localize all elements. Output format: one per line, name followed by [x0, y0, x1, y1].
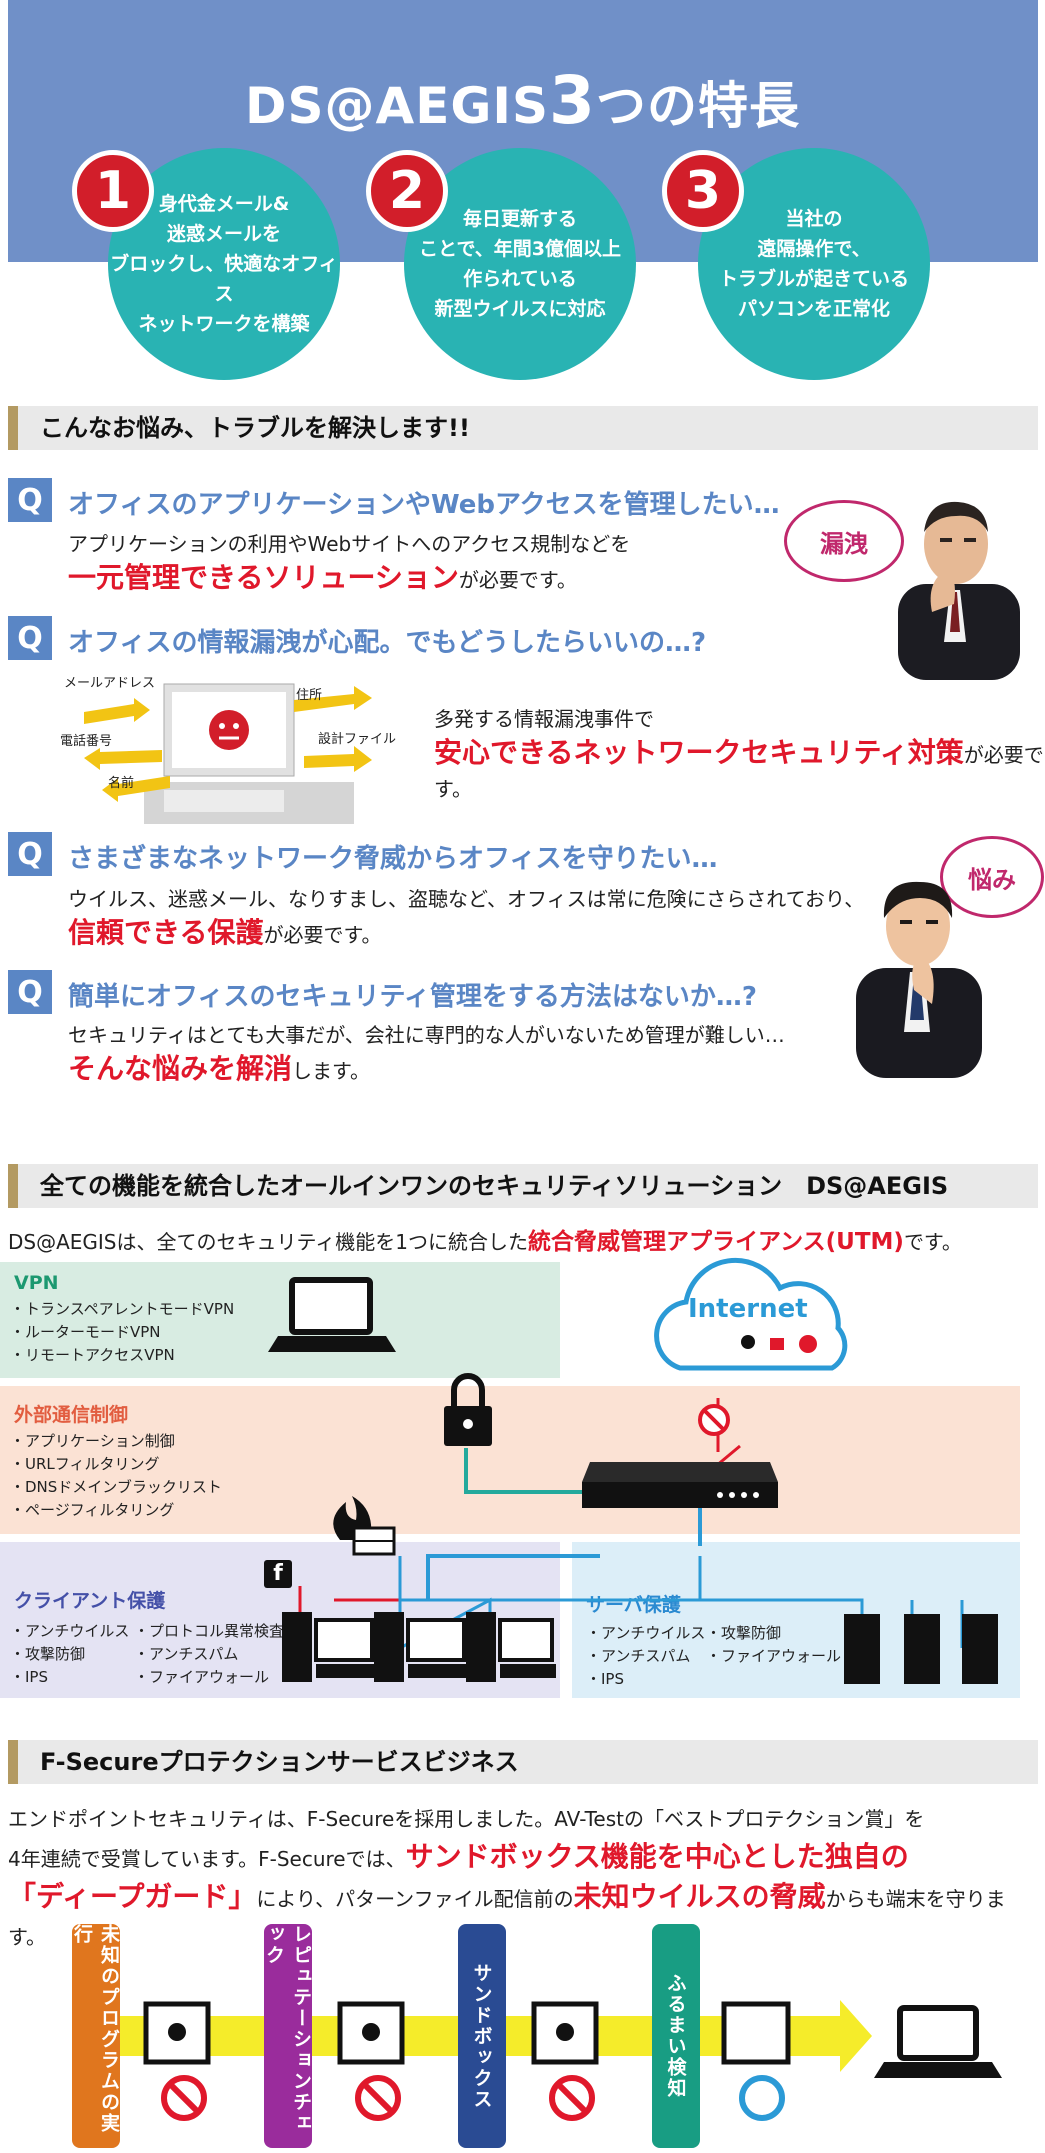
fsecure-description: エンドポイントセキュリティは、F-Secureを採用しました。AV-Testの「…: [8, 1807, 1006, 1949]
client-protection-list-right: ・プロトコル異常検査・アンチスパム・ファイアウォール: [134, 1622, 285, 1686]
leak-label-mail: メールアドレス: [64, 676, 156, 691]
feature-2-number: 2: [366, 150, 448, 232]
section-header-all-in-one: 全ての機能を統合したオールインワンのセキュリティソリューション DS@AEGIS: [8, 1164, 1038, 1208]
vpn-zone: VPN ・トランスペアレントモードVPN・ルーターモードVPN・リモートアクセス…: [0, 1262, 560, 1378]
threat-icons: [741, 1335, 817, 1353]
q-badge: Q: [8, 970, 52, 1014]
flow-step-unknown-program: 未知のプログラムの実行: [71, 1924, 120, 2148]
q1-title: オフィスのアプリケーションやWebアクセスを管理したい…: [68, 490, 780, 520]
server-protection-list-left: ・アンチウイルス・アンチスパム・IPS: [586, 1624, 706, 1688]
vpn-title: VPN: [14, 1272, 59, 1294]
deepguard-flow-diagram: [72, 2000, 1002, 2121]
worried-man-1-image: [898, 501, 1020, 680]
utm-appliance-icon: [582, 1462, 778, 1508]
vpn-list: ・トランスペアレントモードVPN・ルーターモードVPN・リモートアクセスVPN: [10, 1300, 235, 1364]
server-protection-list-right: ・攻撃防御・ファイアウォール: [706, 1624, 842, 1665]
facebook-icon: f: [273, 1561, 283, 1586]
q2-text: 多発する情報漏洩事件で 安心できるネットワークセキュリティ対策が必要です。: [434, 707, 1044, 801]
malware-window-icon: [143, 2001, 599, 2065]
network-diagram: [264, 1257, 998, 1684]
internet-cloud-icon: [654, 1257, 848, 1371]
leak-label-address: 住所: [296, 688, 323, 703]
q4-title: 簡単にオフィスのセキュリティ管理をする方法はないか…?: [68, 982, 758, 1012]
feature-1-number: 1: [72, 150, 154, 232]
q-badge: Q: [8, 832, 52, 876]
skull-marks: [168, 2023, 574, 2041]
utm-intro: DS@AEGISは、全てのセキュリティ機能を1つに統合した統合脅威管理アプライア…: [8, 1229, 962, 1255]
section-header-troubles: こんなお悩み、トラブルを解決します!!: [8, 406, 1038, 450]
leak-label-design-file: 設計ファイル: [318, 732, 397, 747]
flow-step-reputation-check: レピュテーションチェック: [263, 1924, 312, 2148]
info-leak-illustration: [84, 683, 372, 824]
q1-text: アプリケーションの利用やWebサイトへのアクセス規制などを 一元管理できるソリュ…: [68, 532, 631, 594]
external-control-zone: 外部通信制御 ・アプリケーション制御・URLフィルタリング・DNSドメインブラッ…: [0, 1386, 1020, 1534]
hero-section: DS@AEGIS3つの特長 身代金メール&迷惑メールをブロックし、快適なオフィス…: [0, 0, 1045, 380]
external-control-list: ・アプリケーション制御・URLフィルタリング・DNSドメインブラックリスト・ペー…: [10, 1432, 222, 1519]
clean-window-icon: [721, 2001, 791, 2065]
flow-step-sandbox: サンドボックス: [458, 1924, 506, 2148]
laptop-icon: [874, 2005, 1002, 2078]
q2-title: オフィスの情報漏洩が心配。でもどうしたらいいの…?: [68, 628, 707, 658]
speech-bubble-worry: 悩み: [940, 836, 1044, 918]
external-control-title: 外部通信制御: [14, 1404, 129, 1426]
q-badge: Q: [8, 478, 52, 522]
client-protection-title: クライアント保護: [14, 1590, 166, 1612]
q-badge: Q: [8, 616, 52, 660]
client-pc-icons: [282, 1612, 556, 1682]
leak-label-phone: 電話番号: [60, 734, 113, 749]
worried-man-2-image: [856, 881, 982, 1078]
internet-label: Internet: [688, 1294, 808, 1324]
flow-step-behavior-detection: ふるまい検知: [652, 1924, 700, 2148]
pass-icon: [739, 2075, 785, 2121]
firewall-icon: [333, 1496, 396, 1556]
laptop-icon: [268, 1277, 396, 1352]
server-icons: [844, 1614, 998, 1684]
block-icons: [161, 2075, 595, 2121]
section-header-fsecure: F-Secureプロテクションサービスビジネス: [8, 1740, 1038, 1784]
q3-title: さまざまなネットワーク脅威からオフィスを守りたい…: [68, 844, 718, 874]
client-protection-list-left: ・アンチウイルス・攻撃防御・IPS: [10, 1622, 130, 1686]
feature-3-number: 3: [662, 150, 744, 232]
block-sign-icon: [698, 1404, 730, 1436]
server-protection-zone: サーバ保護 ・アンチウイルス・アンチスパム・IPS ・攻撃防御・ファイアウォール: [572, 1542, 1020, 1698]
hero-title: DS@AEGIS3つの特長: [245, 62, 800, 139]
q3-text: ウイルス、迷惑メール、なりすまし、盗聴など、オフィスは常に危険にさらされており、…: [68, 887, 865, 949]
speech-bubble-leak: 漏洩: [784, 500, 904, 582]
leak-label-name: 名前: [108, 776, 135, 791]
q4-text: セキュリティはとても大事だが、会社に専門的な人がいないため管理が難しい… そんな…: [68, 1023, 785, 1085]
lock-icon: [444, 1373, 492, 1446]
